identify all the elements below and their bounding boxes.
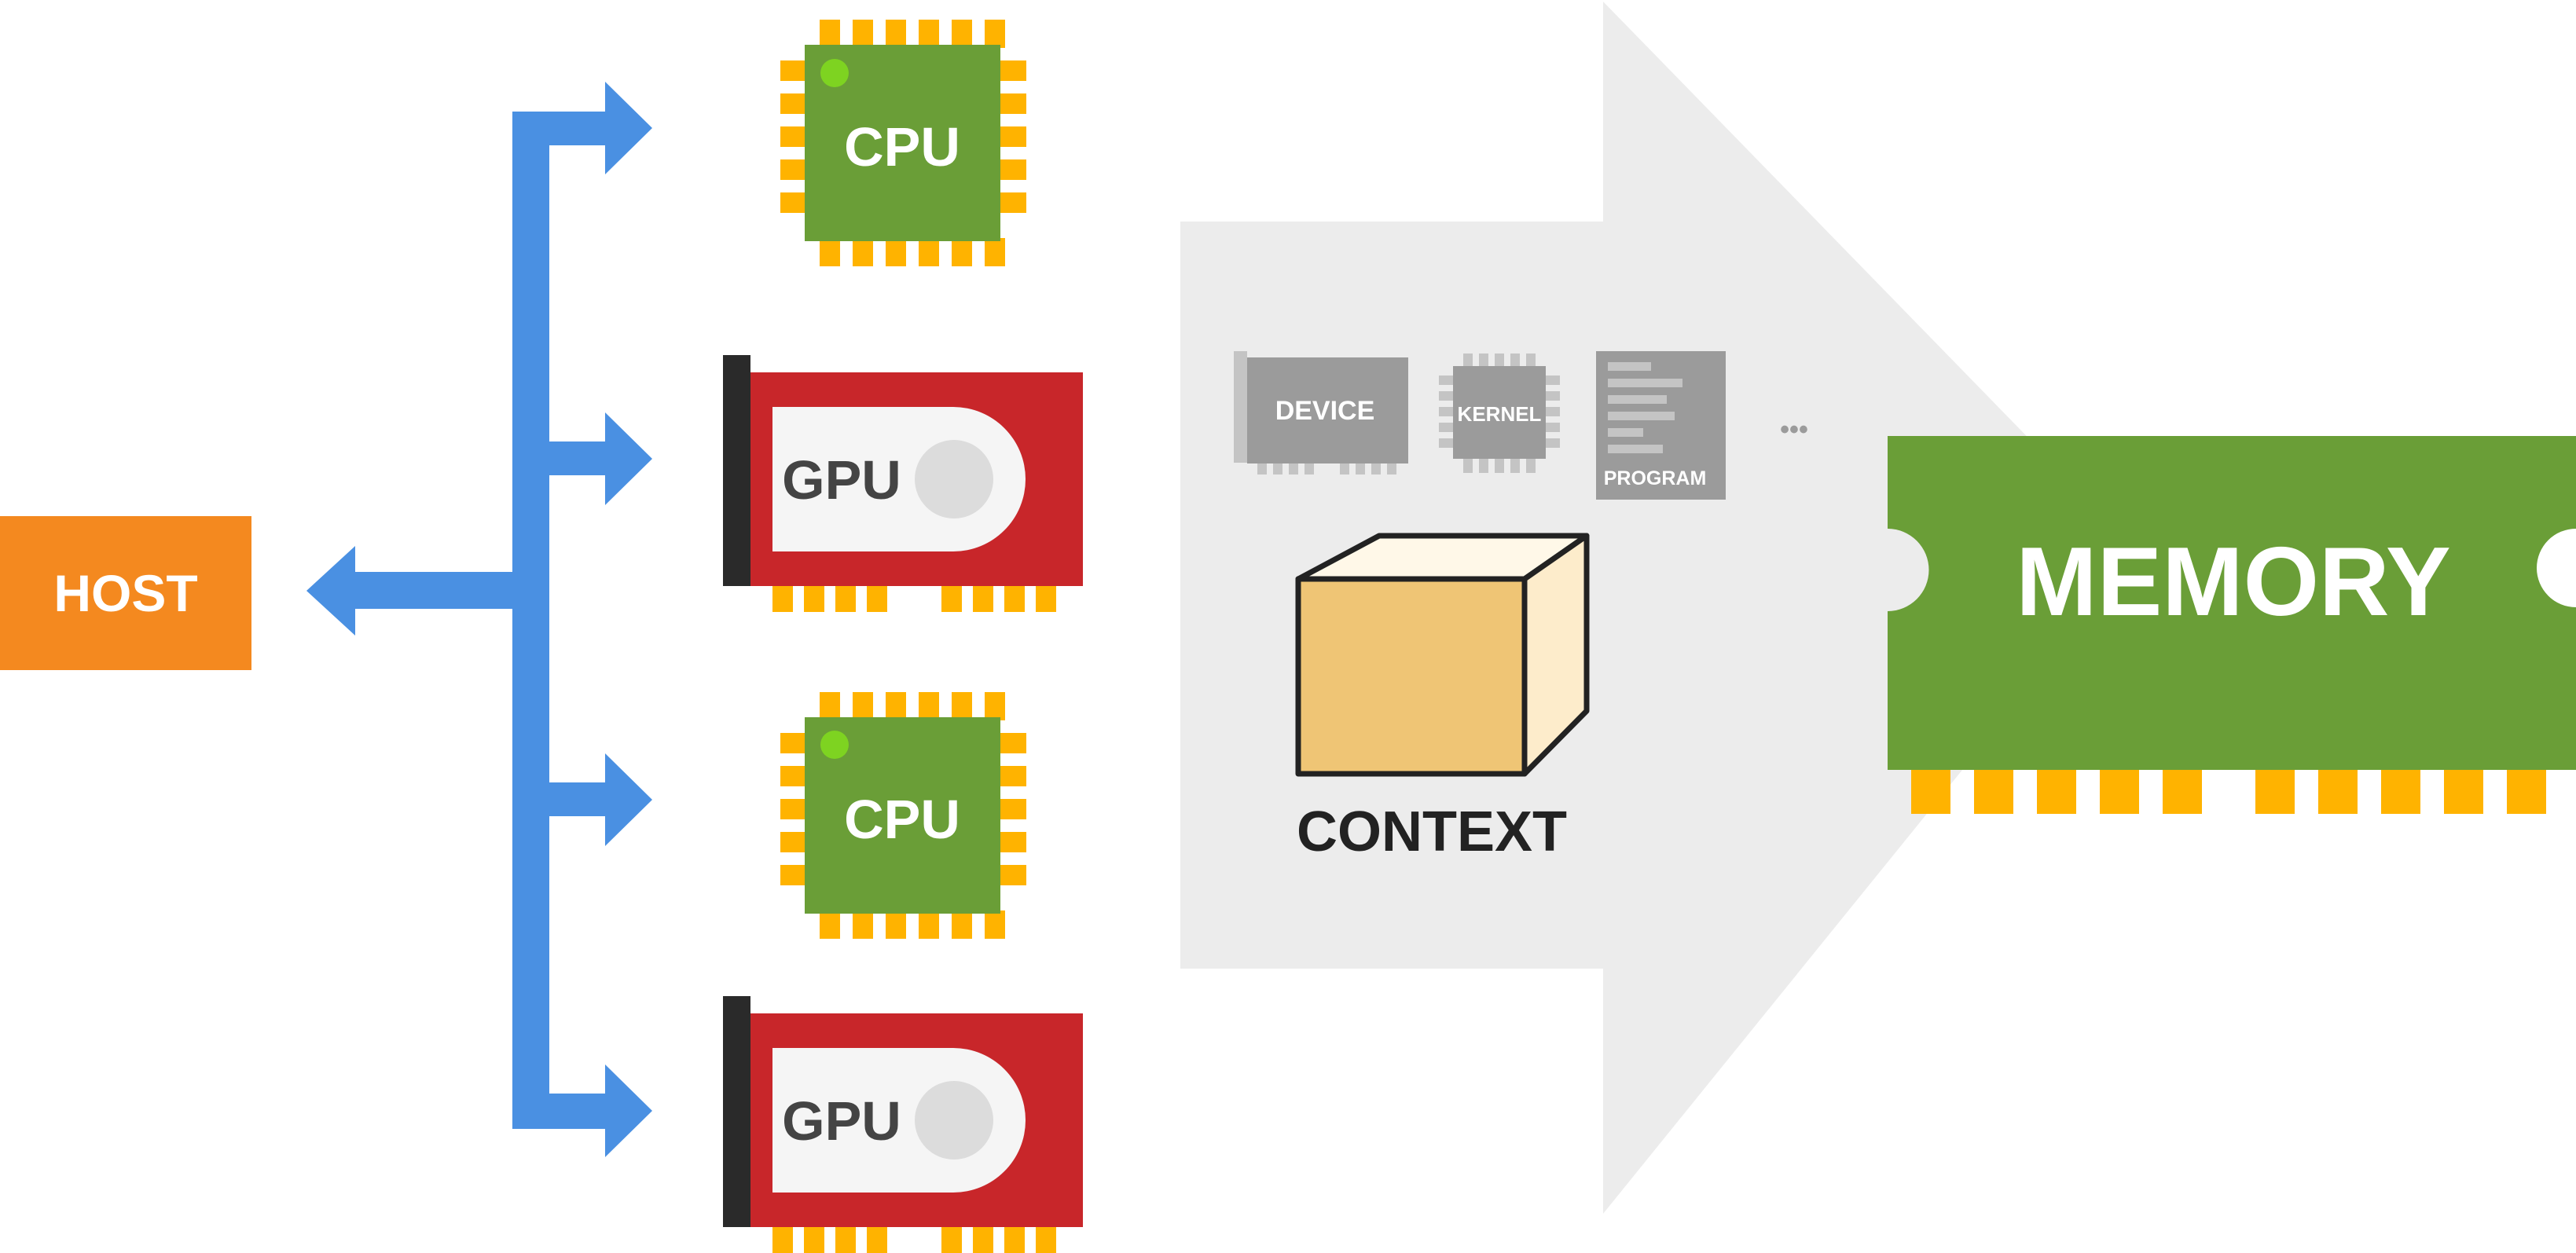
program-item-icon: PROGRAM [1596,351,1726,500]
host-box [0,516,251,670]
memory-board [1888,436,2576,770]
kernel-item-label: KERNEL [1458,402,1542,426]
gpu-fan-2 [915,1081,993,1160]
memory-module: MEMORY [1888,436,2576,814]
context-cube-icon [1295,533,1590,777]
bus-arrow-head-1 [605,82,652,174]
gpu-card-1: GPU [723,355,1083,612]
memory-label: MEMORY [2016,528,2450,636]
host-arrow-head [306,546,355,636]
cpu-chip-2: CPU [780,692,1026,939]
host-label: HOST [53,564,197,622]
bus-arrow-head-3 [605,753,652,846]
kernel-item-icon: KERNEL [1439,354,1560,473]
more-items-ellipsis: ••• [1780,415,1808,445]
gpu-fan-1 [915,440,993,518]
device-item-label: DEVICE [1275,396,1375,426]
context-label: CONTEXT [1297,801,1567,863]
device-item-icon: DEVICE [1234,351,1408,474]
gpu-card-2: GPU [723,996,1083,1253]
cpu-label-2: CPU [844,789,960,850]
gpu-bracket-1 [723,355,750,586]
cpu-led-2 [820,731,849,759]
memory-pins [1911,768,2546,814]
cpu-led-1 [820,59,849,87]
bus-arrow-head-4 [605,1064,652,1157]
cpu-chip-1: CPU [780,20,1026,266]
context-arrow-background [1180,2,2139,1214]
gpu-bracket-2 [723,996,750,1227]
bus-connector [306,82,652,1157]
program-item-label: PROGRAM [1604,467,1707,489]
gpu-label-1: GPU [782,449,901,511]
bus-arrow-head-2 [605,412,652,505]
cpu-label-1: CPU [844,116,960,178]
gpu-label-2: GPU [782,1090,901,1152]
